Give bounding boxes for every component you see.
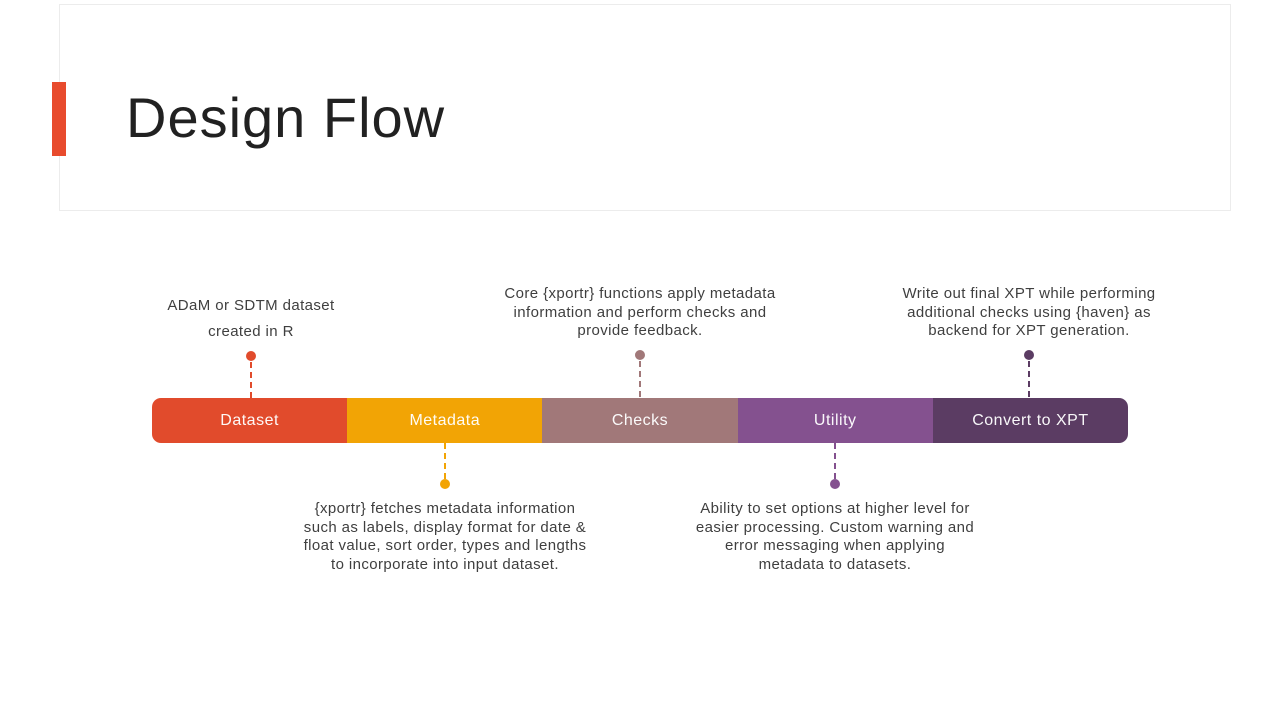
segment-utility: Utility [737, 398, 933, 443]
annotation-utility: Ability to set options at higher level f… [695, 500, 975, 573]
title-card [59, 4, 1231, 211]
connector-line-convert-to-xpt [1028, 361, 1030, 397]
segment-utility-label: Utility [813, 411, 857, 429]
segment-metadata: Metadata [347, 398, 543, 443]
connector-line-dataset [250, 362, 252, 398]
annotation-convert-to-xpt: Write out final XPT while performing add… [902, 285, 1156, 340]
segment-convert-to-xpt: Convert to XPT [932, 398, 1128, 443]
segment-convert-to-xpt-label: Convert to XPT [972, 411, 1089, 429]
connector-dot-metadata [440, 479, 450, 489]
title-accent-bar [52, 82, 66, 156]
connector-dot-convert-to-xpt [1024, 350, 1034, 360]
connector-line-metadata [444, 443, 446, 479]
connector-dot-utility [830, 479, 840, 489]
segment-checks-label: Checks [611, 411, 669, 429]
segment-checks: Checks [542, 398, 738, 443]
annotation-dataset: ADaM or SDTM dataset created in R [167, 297, 335, 340]
flow-bar: Dataset Metadata Checks Utility Convert … [152, 398, 1128, 443]
connector-line-checks [639, 361, 641, 397]
connector-dot-dataset [246, 351, 256, 361]
segment-dataset-label: Dataset [220, 411, 279, 429]
segment-dataset: Dataset [152, 398, 348, 443]
slide-title: Design Flow [126, 86, 446, 149]
segment-metadata-label: Metadata [409, 411, 481, 429]
connector-line-utility [834, 443, 836, 479]
annotation-checks: Core {xportr} functions apply metadata i… [504, 285, 776, 340]
annotation-metadata: {xportr} fetches metadata information su… [303, 500, 587, 573]
connector-dot-checks [635, 350, 645, 360]
